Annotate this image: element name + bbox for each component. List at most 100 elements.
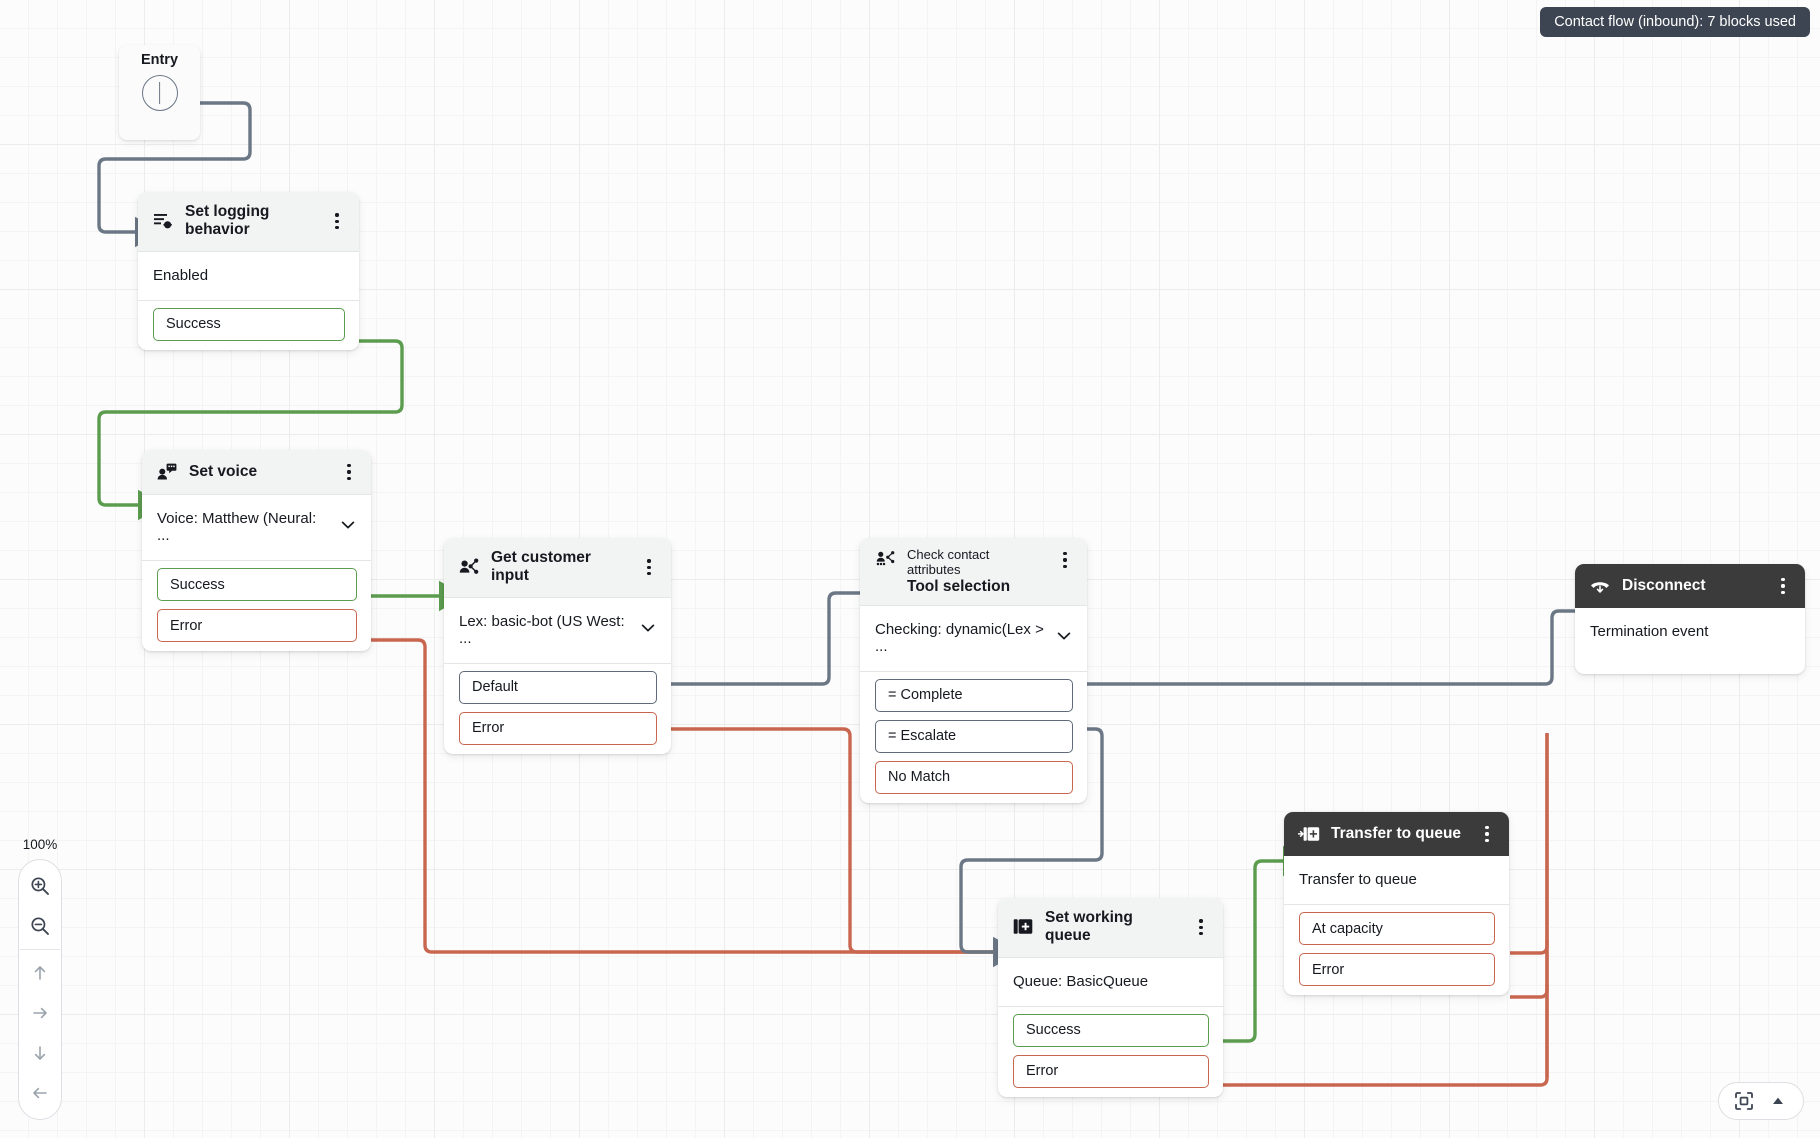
block-header: Set working queue	[998, 898, 1223, 958]
fit-to-screen-icon[interactable]	[1729, 1086, 1759, 1116]
block-body: Queue: BasicQueue	[998, 958, 1223, 1007]
block-body-text: Voice: Matthew (Neural: ...	[157, 510, 317, 544]
zoom-out-icon[interactable]	[20, 906, 60, 946]
block-title-line1: Set voice	[189, 462, 258, 480]
block-header: Set voice	[142, 450, 371, 495]
chevron-down-icon[interactable]	[340, 517, 356, 537]
block-title: Get customer input	[491, 549, 629, 586]
block-menu-button[interactable]	[640, 557, 658, 577]
port-success[interactable]: Success	[1013, 1013, 1209, 1047]
zoom-level-label: 100%	[22, 837, 58, 852]
port-label: Success	[1026, 1022, 1081, 1039]
block-title: Check contact attributes Tool selection	[907, 547, 1045, 596]
zoom-controls: 100%	[8, 837, 72, 1120]
port-default[interactable]: Default	[459, 670, 657, 704]
block-ports: Default Error	[444, 664, 671, 754]
block-menu-button[interactable]	[1774, 576, 1792, 596]
block-title-line1: Disconnect	[1622, 576, 1706, 594]
block-title-line2: behavior	[185, 221, 250, 239]
get-customer-input-icon	[458, 556, 480, 578]
block-title-line1: Set working queue	[1045, 909, 1133, 945]
chevron-down-icon[interactable]	[1056, 628, 1072, 648]
block-body[interactable]: Lex: basic-bot (US West: ...	[444, 598, 671, 664]
block-header: Check contact attributes Tool selection	[860, 538, 1087, 606]
port-label: Default	[472, 679, 518, 696]
port-label: Error	[472, 720, 505, 737]
block-title: Set working queue	[1045, 909, 1181, 946]
port-error[interactable]: Error	[1299, 953, 1495, 986]
port-error[interactable]: Error	[1013, 1054, 1209, 1088]
port-success[interactable]: Success	[157, 568, 357, 601]
port-no-match[interactable]: No Match	[875, 760, 1073, 794]
block-header: Transfer to queue	[1284, 812, 1509, 856]
disconnect-icon	[1589, 575, 1611, 597]
block-ports: = Complete = Escalate No Match	[860, 672, 1087, 803]
block-ports: At capacity Error	[1284, 905, 1509, 995]
block-title: Disconnect	[1622, 577, 1763, 595]
block-menu-button[interactable]	[1478, 824, 1496, 844]
entry-node[interactable]: Entry	[119, 45, 200, 140]
block-body[interactable]: Voice: Matthew (Neural: ...	[142, 495, 371, 561]
block-set-logging-behavior[interactable]: Set logging behavior Enabled Success	[138, 192, 359, 350]
block-ports: Success Error	[142, 561, 371, 651]
transfer-to-queue-icon	[1298, 823, 1320, 845]
port-label: Success	[170, 576, 225, 593]
block-title-line1: Check contact attributes	[907, 547, 990, 578]
port-escalate[interactable]: = Escalate	[875, 719, 1073, 753]
block-body-text: Transfer to queue	[1299, 871, 1417, 888]
port-success[interactable]: Success	[153, 307, 345, 341]
set-voice-icon	[156, 461, 178, 483]
block-set-voice[interactable]: Set voice Voice: Matthew (Neural: ... Su…	[142, 450, 371, 651]
block-header: Get customer input	[444, 538, 671, 598]
block-transfer-to-queue[interactable]: Transfer to queue Transfer to queue At c…	[1284, 812, 1509, 995]
zoom-button-stack	[18, 859, 62, 1120]
port-label: = Escalate	[888, 728, 957, 745]
arrow-right-icon[interactable]	[20, 993, 60, 1033]
block-disconnect[interactable]: Disconnect Termination event	[1575, 564, 1805, 674]
port-error[interactable]: Error	[459, 711, 657, 745]
block-body-text: Queue: BasicQueue	[1013, 972, 1149, 990]
block-body-text: Termination event	[1590, 623, 1709, 640]
block-title: Set voice	[189, 463, 329, 481]
set-working-queue-icon	[1012, 916, 1034, 938]
block-menu-button[interactable]	[340, 462, 358, 482]
block-get-customer-input[interactable]: Get customer input Lex: basic-bot (US We…	[444, 538, 671, 754]
block-title-line1: Set logging	[185, 203, 270, 220]
port-label: Error	[1312, 961, 1345, 978]
port-complete[interactable]: = Complete	[875, 678, 1073, 712]
flow-blocks-used-badge: Contact flow (inbound): 7 blocks used	[1540, 7, 1810, 37]
block-body-text: Checking: dynamic(Lex > ...	[875, 620, 1044, 655]
arrow-left-icon[interactable]	[20, 1073, 60, 1113]
block-title: Transfer to queue	[1331, 825, 1467, 843]
block-header: Disconnect	[1575, 564, 1805, 608]
port-at-capacity[interactable]: At capacity	[1299, 912, 1495, 945]
block-header: Set logging behavior	[138, 192, 359, 252]
block-title-line1: Transfer to queue	[1331, 824, 1462, 842]
block-check-contact-attributes[interactable]: Check contact attributes Tool selection …	[860, 538, 1087, 803]
canvas-view-controls	[1718, 1082, 1804, 1120]
zoom-in-icon[interactable]	[20, 866, 60, 906]
block-title-line2: Tool selection	[907, 577, 1011, 595]
triangle-up-icon[interactable]	[1763, 1086, 1793, 1116]
logging-icon	[152, 210, 174, 232]
arrow-down-icon[interactable]	[20, 1033, 60, 1073]
block-menu-button[interactable]	[1192, 917, 1210, 937]
port-label: Error	[170, 617, 203, 634]
block-menu-button[interactable]	[1056, 550, 1074, 570]
entry-label: Entry	[140, 52, 179, 68]
block-body: Enabled	[138, 252, 359, 301]
block-body: Transfer to queue	[1284, 856, 1509, 905]
block-body-text: Lex: basic-bot (US West: ...	[459, 612, 625, 647]
chevron-down-icon[interactable]	[640, 620, 656, 640]
block-set-working-queue[interactable]: Set working queue Queue: BasicQueue Succ…	[998, 898, 1223, 1097]
block-menu-button[interactable]	[328, 211, 346, 231]
block-body[interactable]: Checking: dynamic(Lex > ...	[860, 606, 1087, 672]
port-label: At capacity	[1312, 920, 1383, 937]
divider	[20, 949, 60, 950]
port-label: Success	[166, 316, 221, 333]
arrow-up-icon[interactable]	[20, 953, 60, 993]
port-error[interactable]: Error	[157, 609, 357, 642]
block-body-text: Enabled	[153, 266, 209, 284]
port-label: = Complete	[888, 687, 963, 704]
block-title: Set logging behavior	[185, 203, 317, 240]
